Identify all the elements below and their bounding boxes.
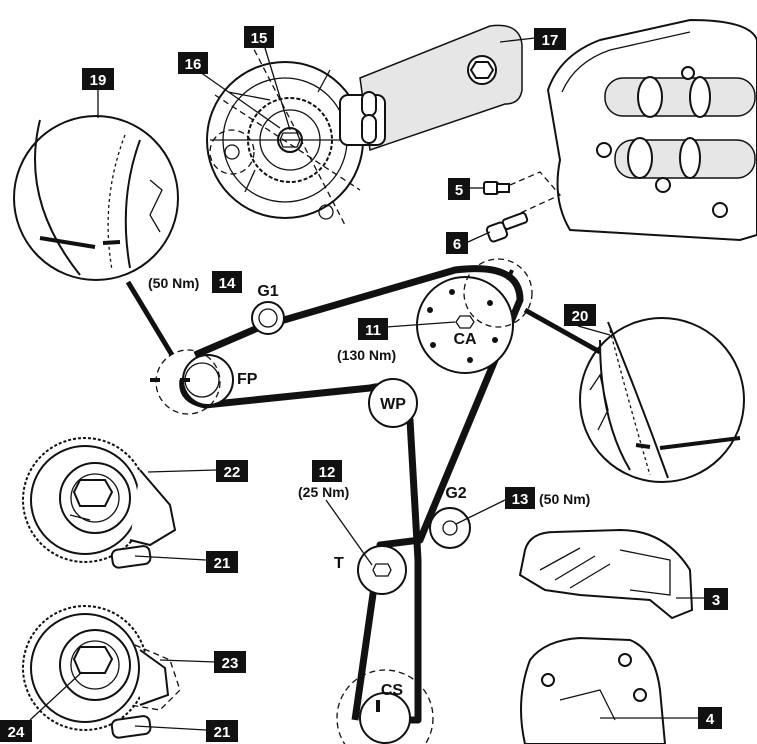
svg-text:4: 4: [706, 711, 715, 728]
callout-4: 4: [698, 707, 722, 729]
svg-text:23: 23: [222, 655, 239, 672]
callout-14: 14: [212, 271, 242, 293]
timing-cover-3: [518, 528, 694, 620]
svg-text:21: 21: [214, 724, 231, 741]
callout-22: 22: [216, 460, 248, 482]
callout-20: 20: [564, 304, 596, 326]
callout-21-bottom: 21: [206, 720, 238, 742]
detail-20-magnifier: [523, 307, 745, 483]
svg-text:17: 17: [542, 32, 559, 49]
svg-text:21: 21: [214, 555, 231, 572]
pulley-wp: [368, 378, 418, 428]
callout-19: 19: [82, 68, 114, 90]
callout-23: 23: [214, 651, 246, 673]
svg-text:3: 3: [712, 592, 720, 609]
tensioner-detail-top: [22, 437, 177, 569]
svg-text:5: 5: [455, 182, 463, 199]
svg-text:19: 19: [90, 72, 107, 89]
callout-5: 5: [448, 178, 470, 200]
svg-text:12: 12: [319, 464, 336, 481]
pulley-t: [357, 545, 407, 595]
callout-6: 6: [446, 232, 468, 254]
label-wp: WP: [380, 396, 406, 413]
callout-13: 13: [505, 487, 535, 509]
torque-13: (50 Nm): [539, 491, 590, 507]
callout-12: 12: [312, 460, 342, 482]
svg-text:22: 22: [224, 464, 241, 481]
label-g1: G1: [257, 283, 278, 300]
pulley-cs: [336, 669, 434, 744]
callout-3: 3: [704, 588, 728, 610]
pulley-ca: [416, 258, 533, 374]
svg-text:16: 16: [185, 56, 202, 73]
pulley-g2: [429, 507, 471, 549]
label-g2: G2: [445, 485, 466, 502]
label-fp: FP: [237, 371, 258, 388]
svg-text:14: 14: [219, 275, 236, 292]
bolt-5: [483, 181, 510, 195]
svg-text:6: 6: [453, 236, 461, 253]
label-cs: CS: [381, 682, 404, 699]
cylinder-head: [504, 18, 757, 242]
torque-12: (25 Nm): [298, 484, 349, 500]
pulley-fp: [150, 349, 234, 415]
tensioner-detail-bottom: [22, 605, 181, 739]
callout-15: 15: [244, 26, 274, 48]
pulley-g1: [251, 301, 285, 335]
callout-16: 16: [178, 52, 208, 74]
svg-text:20: 20: [572, 308, 589, 325]
label-t: T: [334, 555, 344, 572]
svg-text:11: 11: [365, 322, 381, 339]
camshaft-locking-tool: [206, 24, 523, 226]
svg-text:15: 15: [251, 30, 268, 47]
timing-cover-4: [520, 636, 667, 744]
svg-text:24: 24: [8, 724, 25, 741]
svg-text:13: 13: [512, 491, 529, 508]
torque-11: (130 Nm): [337, 347, 396, 363]
torque-14: (50 Nm): [148, 275, 199, 291]
detail-19-magnifier: [13, 115, 179, 357]
callout-11: 11: [358, 318, 388, 340]
callout-21-top: 21: [206, 551, 238, 573]
label-ca: CA: [453, 331, 477, 348]
callout-17: 17: [534, 28, 566, 50]
callout-24: 24: [0, 720, 32, 742]
bolt-6-pin: [485, 212, 529, 243]
